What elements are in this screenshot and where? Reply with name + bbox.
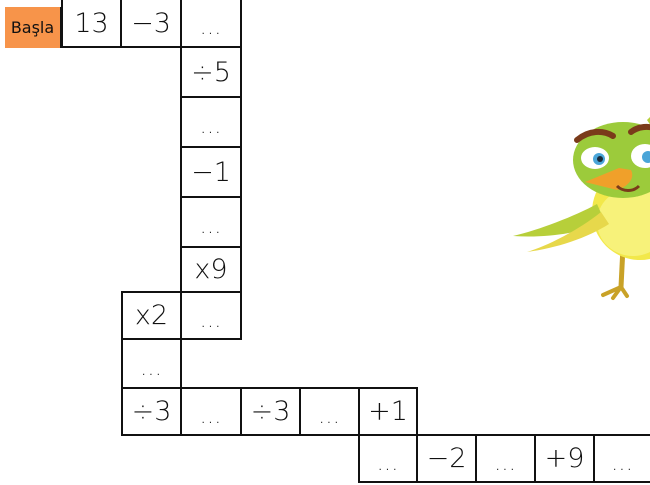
cell-op: x2 <box>121 291 182 340</box>
cell-op: −1 <box>180 146 242 198</box>
cell-blank: ... <box>180 0 242 48</box>
cell-blank: ... <box>180 196 242 248</box>
cell-blank: ... <box>180 387 242 436</box>
bird-icon <box>505 112 650 302</box>
cell-op: +1 <box>358 387 418 436</box>
cell-op: ÷5 <box>180 46 242 98</box>
cell-op: −3 <box>120 0 182 48</box>
cell-blank: ... <box>593 434 650 483</box>
cell-blank: ... <box>121 338 182 389</box>
cell-blank: ... <box>299 387 360 436</box>
cell-start-number: 13 <box>61 0 122 48</box>
cell-op: ÷3 <box>121 387 182 436</box>
cell-op: x9 <box>180 246 242 293</box>
cell-blank: ... <box>358 434 418 483</box>
cell-op: −2 <box>416 434 477 483</box>
cell-blank: ... <box>180 291 242 340</box>
cell-blank: ... <box>475 434 536 483</box>
cell-op: +9 <box>534 434 595 483</box>
cell-blank: ... <box>180 96 242 148</box>
start-label: Başla <box>5 7 62 48</box>
cell-op: ÷3 <box>240 387 301 436</box>
